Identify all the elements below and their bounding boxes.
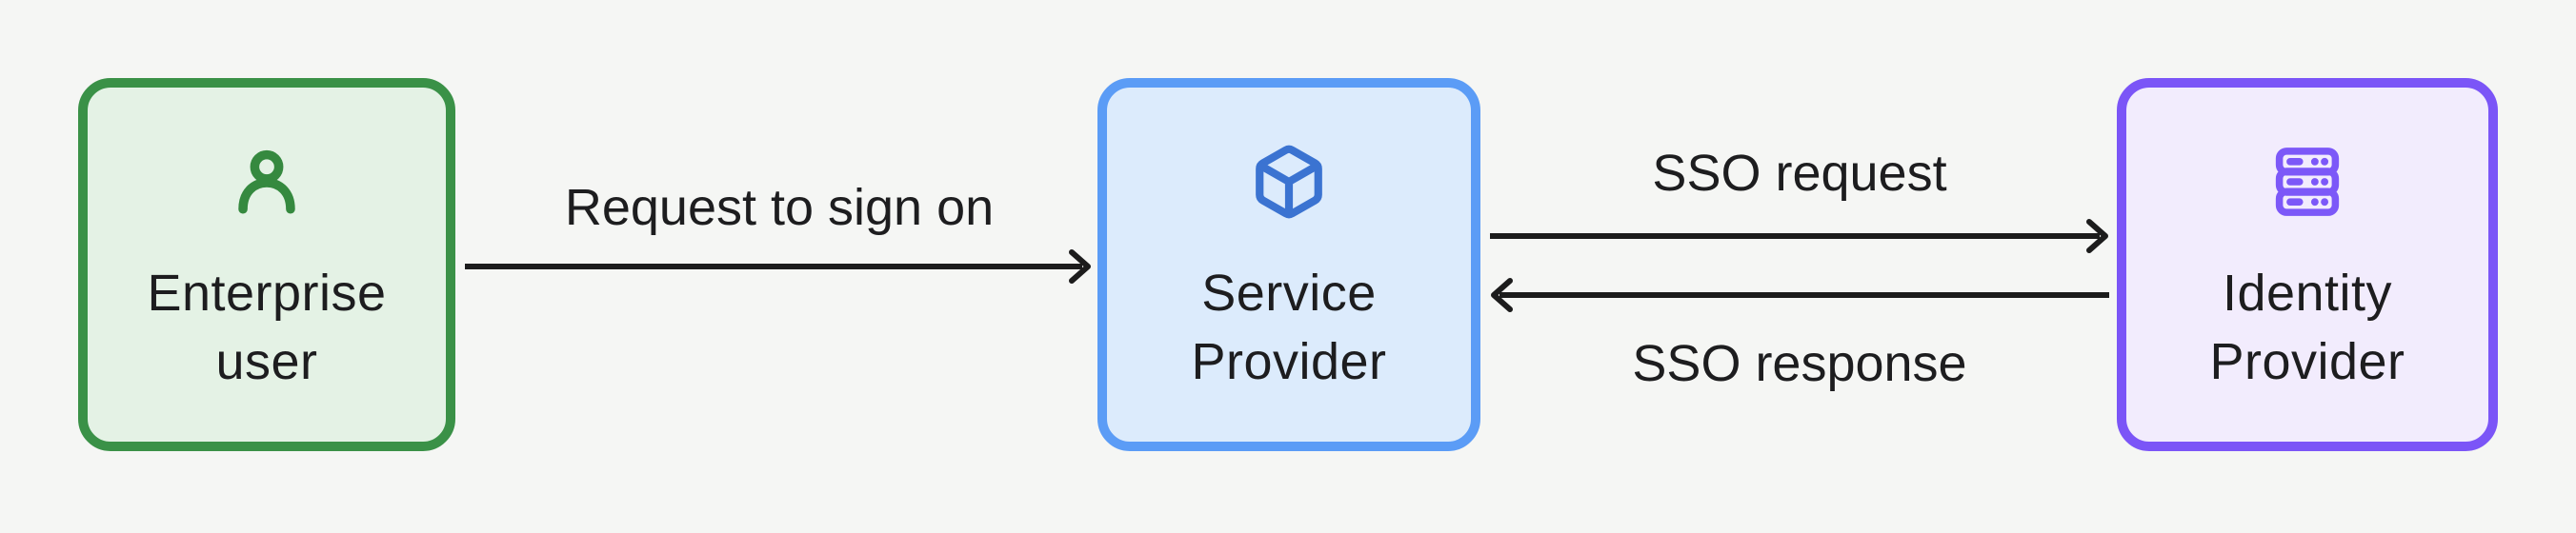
edge-label-request-to-sign-on: Request to sign on	[564, 179, 995, 236]
node-service-provider-label: Service Provider	[1191, 265, 1387, 390]
cube-icon	[1250, 143, 1328, 221]
node-service-provider: Service Provider	[1097, 78, 1480, 451]
arrow-sso-request	[1490, 219, 2108, 253]
node-identity-provider-label: Identity Provider	[2209, 265, 2405, 390]
node-identity-provider: Identity Provider	[2117, 78, 2498, 451]
arrow-sso-response	[1491, 278, 2109, 312]
arrow-request-to-sign-on	[465, 249, 1091, 284]
node-enterprise-user-label: Enterprise user	[147, 265, 387, 390]
server-icon	[2268, 143, 2346, 221]
edge-label-sso-request: SSO request	[1652, 145, 1947, 202]
user-icon	[228, 143, 306, 221]
edge-label-sso-response: SSO response	[1632, 335, 1967, 392]
node-enterprise-user: Enterprise user	[78, 78, 455, 451]
